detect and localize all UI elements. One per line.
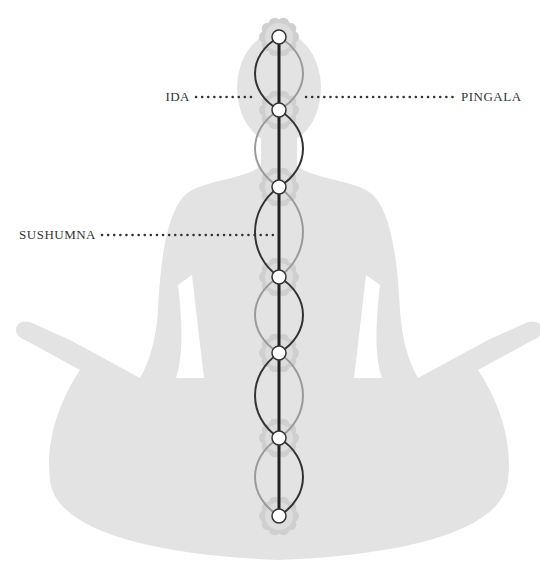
nadi-curve (255, 438, 279, 516)
chakra-lotus (259, 18, 299, 536)
nadi-curve (279, 187, 303, 277)
nadi-curve (279, 37, 303, 110)
channel-label: PINGALA (461, 89, 522, 105)
nadi-curve (279, 353, 303, 438)
nadi-curve (255, 110, 279, 187)
nadi-curve (279, 110, 303, 187)
nadi-curve (255, 187, 279, 277)
chakra-point (272, 270, 286, 284)
chakra-point (272, 30, 286, 44)
channel-label: IDA (165, 89, 190, 105)
silhouette (16, 32, 540, 560)
nadi-curve (279, 438, 303, 516)
chakra-point (272, 103, 286, 117)
nadi-curve (255, 277, 279, 353)
leader-lines (102, 97, 455, 235)
nadi-curve (255, 353, 279, 438)
chakra-point (272, 180, 286, 194)
nadi-channels (255, 37, 303, 516)
nadi-curve (255, 37, 279, 110)
chakra-points (272, 30, 286, 523)
nadi-curve (279, 277, 303, 353)
chakra-point (272, 346, 286, 360)
channel-label: SUSHUMNA (19, 227, 96, 243)
chakra-point (272, 509, 286, 523)
chakra-point (272, 431, 286, 445)
